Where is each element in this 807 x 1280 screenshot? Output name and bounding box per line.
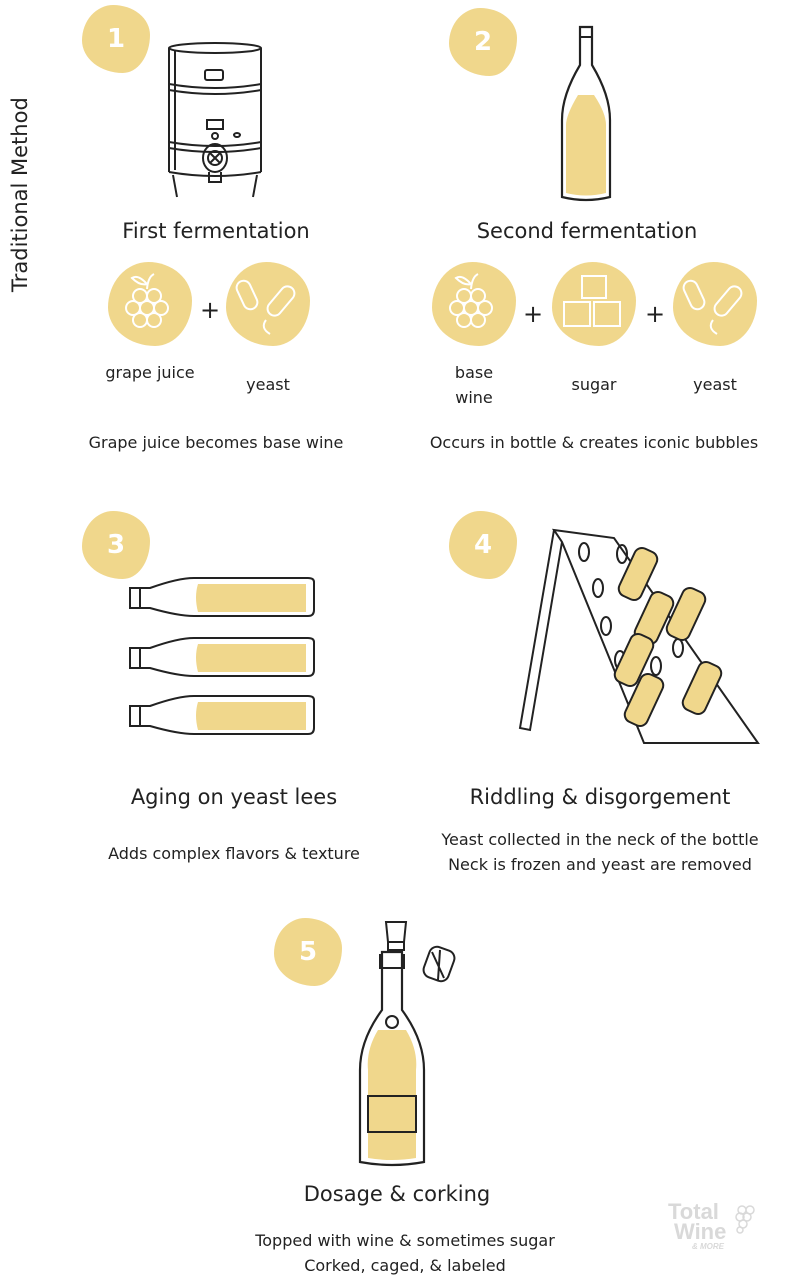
sugar-cubes-icon bbox=[552, 262, 636, 346]
yeast-icon bbox=[226, 262, 310, 346]
step-2-title: Second fermentation bbox=[476, 219, 698, 243]
ingredient-label: yeast bbox=[693, 375, 737, 394]
grape-logo-icon bbox=[735, 1205, 755, 1234]
step-4-description-line-1: Yeast collected in the neck of the bottl… bbox=[441, 830, 759, 849]
step-3-description: Adds complex flavors & texture bbox=[108, 844, 360, 863]
step-2-description: Occurs in bottle & creates iconic bubble… bbox=[429, 433, 759, 452]
step-2-badge: 2 bbox=[449, 8, 517, 76]
step-3-badge: 3 bbox=[82, 511, 150, 579]
plus-sign: + bbox=[199, 296, 221, 324]
side-title: Traditional Method bbox=[8, 97, 32, 292]
yeast-icon bbox=[673, 262, 757, 346]
ingredient-label: sugar bbox=[571, 375, 617, 394]
wine-bottle-icon bbox=[560, 25, 612, 202]
logo-line-2: Wine bbox=[674, 1219, 727, 1244]
cork-icon bbox=[384, 921, 408, 951]
step-5-title: Dosage & corking bbox=[303, 1182, 491, 1206]
step-5-description-line-1: Topped with wine & sometimes sugar bbox=[255, 1231, 555, 1250]
step-4-title: Riddling & disgorgement bbox=[469, 785, 731, 809]
logo-line-3: & MORE bbox=[692, 1242, 724, 1251]
plus-sign: + bbox=[644, 300, 666, 328]
step-1-title: First fermentation bbox=[122, 219, 310, 243]
ingredient-label: base wine bbox=[454, 363, 494, 407]
step-4-badge: 4 bbox=[449, 511, 517, 579]
ingredient-label: yeast bbox=[246, 375, 290, 394]
step-1-badge: 1 bbox=[82, 5, 150, 73]
step-4-description-line-2: Neck is frozen and yeast are removed bbox=[448, 855, 752, 874]
grapes-icon bbox=[108, 262, 192, 346]
aging-bottles-icon bbox=[129, 577, 315, 735]
total-wine-logo: Total Wine & MORE bbox=[668, 1199, 727, 1252]
fermentation-tank-icon bbox=[168, 42, 262, 198]
riddling-rack-icon bbox=[518, 528, 760, 744]
plus-sign: + bbox=[522, 300, 544, 328]
grapes-icon bbox=[432, 262, 516, 346]
step-5-badge: 5 bbox=[274, 918, 342, 986]
wire-cage-icon bbox=[422, 945, 456, 983]
champagne-bottle-icon bbox=[358, 950, 426, 1167]
ingredient-label: grape juice bbox=[105, 363, 195, 382]
step-5-description-line-2: Corked, caged, & labeled bbox=[304, 1256, 506, 1275]
logo-line-1: Total bbox=[668, 1199, 719, 1224]
step-3-title: Aging on yeast lees bbox=[130, 785, 338, 809]
step-1-description: Grape juice becomes base wine bbox=[88, 433, 344, 452]
